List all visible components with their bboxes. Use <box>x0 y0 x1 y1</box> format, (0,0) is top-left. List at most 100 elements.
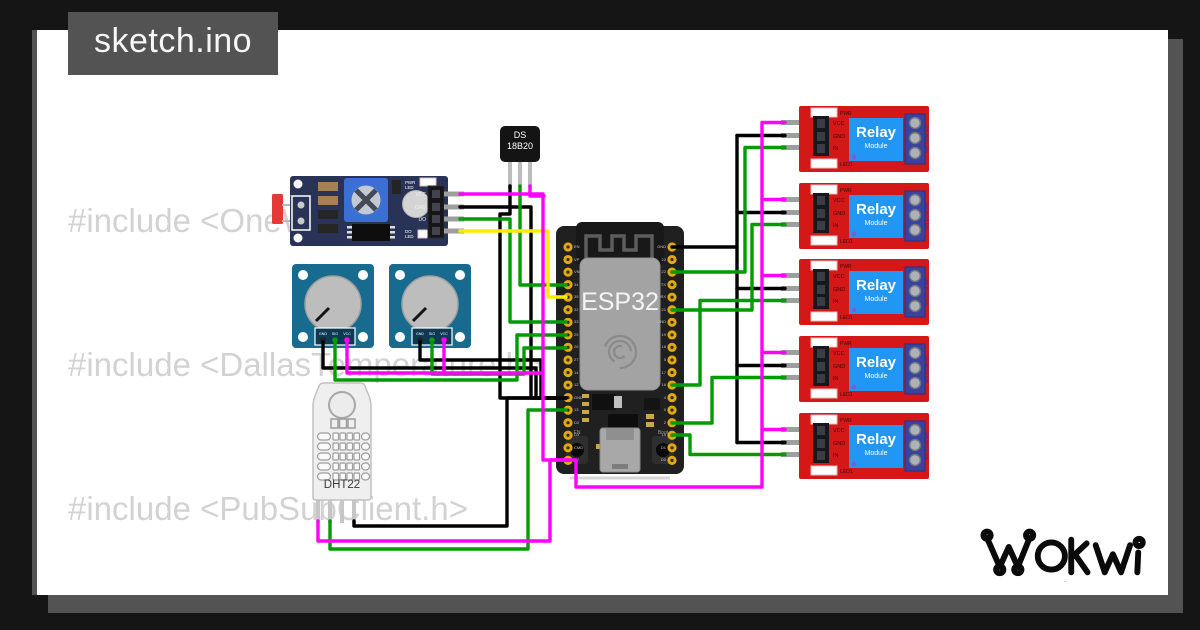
relay-pin-vcc: VCC <box>833 121 845 127</box>
esp32-pin-label: 15 <box>661 432 666 438</box>
esp32-pin-label: VP <box>574 256 580 262</box>
file-tab[interactable]: sketch.ino <box>68 12 279 75</box>
svg-text:LED1: LED1 <box>840 315 853 321</box>
ds18b20-label: DS <box>514 130 527 140</box>
svg-text:LED: LED <box>405 234 414 239</box>
relay-module-5: PWR VCC GND IN LED1 Relay Module NO COM … <box>781 412 931 485</box>
svg-text:Relay: Relay <box>856 354 897 371</box>
relay-module-2: PWR VCC GND IN LED1 Relay Module NO COM … <box>781 182 931 255</box>
relay-led-icon <box>810 388 838 399</box>
pot-pin-sig: SIG <box>429 332 435 336</box>
svg-text:PWR: PWR <box>840 418 852 424</box>
pin-label-gnd: GND <box>415 205 427 211</box>
esp32-pin-label: D3 <box>574 432 580 438</box>
pot-knob[interactable] <box>401 275 459 333</box>
svg-text:Relay: Relay <box>856 201 897 218</box>
relay-module-3: PWR VCC GND IN LED1 Relay Module NO COM … <box>781 258 931 331</box>
esp32-pin-label: 4 <box>663 394 666 400</box>
pwr-led-label: PWR <box>405 180 415 185</box>
pwr-led-icon <box>810 184 838 195</box>
esp32-pin-label: 16 <box>661 382 666 388</box>
pot-pin-gnd: GND <box>416 332 424 336</box>
ic-chip-icon <box>352 224 390 241</box>
ds18b20-sensor: DS 18B20 <box>496 124 544 195</box>
esp32-pin-label: 5 <box>663 356 666 362</box>
svg-text:GND: GND <box>833 211 845 217</box>
code-line: #include <PubSubClient.h> <box>68 490 468 527</box>
esp32-pin-label: D1 <box>660 444 666 450</box>
esp32-pin-label: 35 <box>574 294 579 300</box>
svg-text:NO COM NC: NO COM NC <box>925 201 931 230</box>
esp32-pin-label: 12 <box>574 382 579 388</box>
pin-label-vcc: VCC <box>415 192 426 198</box>
esp32-pin-label: 32 <box>574 306 579 312</box>
svg-text:Relay: Relay <box>856 277 897 294</box>
esp32-pin-label: 34 <box>574 281 579 287</box>
svg-text:LED1: LED1 <box>840 239 853 245</box>
card-shadow-right <box>1163 39 1183 613</box>
esp32-board: ESP32 EN Boot <box>552 222 688 485</box>
svg-text:PWR: PWR <box>840 188 852 194</box>
svg-text:VCC: VCC <box>833 428 845 434</box>
svg-text:VCC: VCC <box>833 351 845 357</box>
pwr-led-icon <box>419 177 437 187</box>
dht22-hole-icon <box>328 391 356 419</box>
pin-label-ao: AO <box>419 230 426 236</box>
pwr-led-icon <box>810 414 838 425</box>
pot-knob[interactable] <box>304 275 362 333</box>
relay-led-label: LED1 <box>840 162 853 168</box>
relay-box <box>849 195 903 238</box>
plus-label: + <box>286 191 291 201</box>
dht22-sensor: DHT22 <box>310 381 378 532</box>
esp32-pin-label: 22 <box>661 269 666 275</box>
esp32-pin-label: D0 <box>660 457 666 463</box>
esp32-pin-label: 26 <box>574 344 579 350</box>
svg-text:VCC: VCC <box>833 274 845 280</box>
esp32-pin-label: 27 <box>574 356 579 362</box>
esp32-pin-label: EN <box>574 244 580 249</box>
file-tab-label: sketch.ino <box>94 22 253 60</box>
relay-box <box>849 271 903 314</box>
pin-label-do: DO <box>419 217 427 223</box>
relay-box <box>849 118 903 161</box>
wokwi-logo: wokwi <box>978 518 1150 590</box>
svg-text:IN: IN <box>833 453 839 459</box>
svg-text:Module: Module <box>865 373 888 380</box>
esp32-pin-label: 5V <box>574 457 579 463</box>
esp32-pin-label: 21 <box>661 306 666 312</box>
relay-led-icon <box>810 311 838 322</box>
relay-led-icon <box>810 465 838 476</box>
esp32-pin-label: 14 <box>574 369 579 375</box>
esp32-pin-label: D2 <box>574 419 580 425</box>
svg-text:Relay: Relay <box>856 431 897 448</box>
svg-text:PWR: PWR <box>840 264 852 270</box>
esp32-pin-label: 23 <box>661 256 666 262</box>
svg-text:Module: Module <box>865 220 888 227</box>
pot-pin-gnd: GND <box>319 332 327 336</box>
svg-text:LED: LED <box>405 185 414 190</box>
pwr-led-icon <box>810 260 838 271</box>
svg-text:IN: IN <box>833 299 839 305</box>
esp32-pin-label: CMD <box>574 444 584 450</box>
svg-text:IN: IN <box>833 376 839 382</box>
dht22-label: DHT22 <box>324 479 360 491</box>
potentiometer-2: GND SIG VCC <box>389 264 473 357</box>
relay-led-icon <box>810 158 838 169</box>
esp32-pin-label: GND <box>657 319 666 325</box>
relay-pin-gnd: GND <box>833 134 845 140</box>
svg-text:NO COM NC: NO COM NC <box>925 431 931 460</box>
relay-led-icon <box>810 235 838 246</box>
esp32-pin-label: 13 <box>574 407 579 413</box>
pwr-led-icon <box>810 337 838 348</box>
minus-label: - <box>287 228 290 238</box>
esp32-pin-label: VN <box>574 269 580 275</box>
relay-box <box>849 425 903 468</box>
relay-terminal-labels: NO COM NC <box>925 124 931 153</box>
relay-name: Relay <box>856 124 897 141</box>
svg-text:NO COM NC: NO COM NC <box>925 277 931 306</box>
relay-box <box>849 348 903 391</box>
esp32-pin-label: GND <box>574 394 583 400</box>
svg-text:18B20: 18B20 <box>507 141 533 151</box>
esp32-pin-label: 0 <box>663 407 666 413</box>
relay-pin-in: IN <box>833 146 839 152</box>
